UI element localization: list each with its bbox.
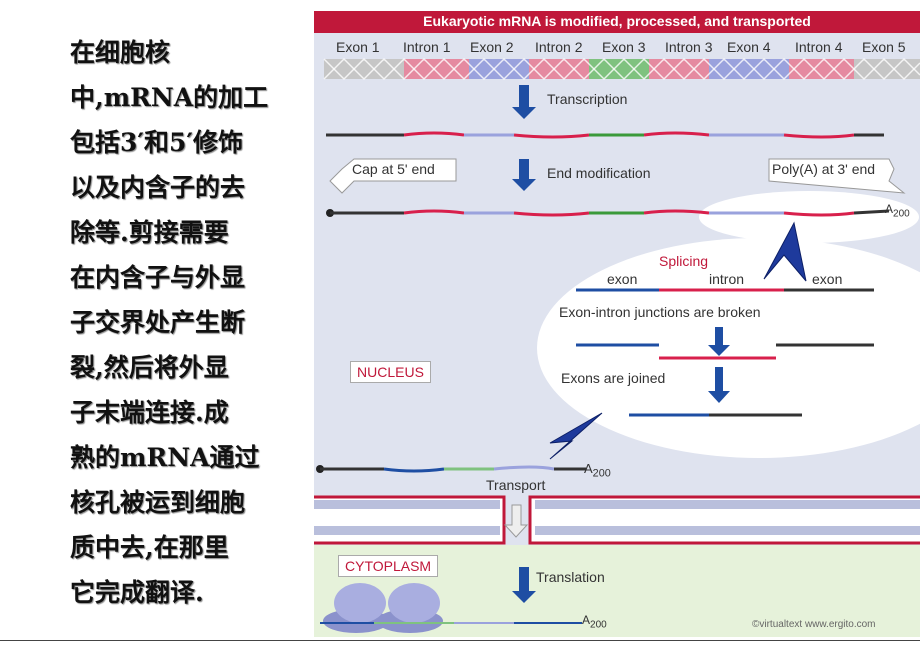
cytoplasm-label: CYTOPLASM <box>338 555 439 577</box>
polya-tail-2: A200 <box>584 461 611 480</box>
segment-label: Intron 3 <box>665 39 713 55</box>
slide-text-line: 熟的mRNA通过 <box>70 443 260 472</box>
junctions-label: Exon-intron junctions are broken <box>559 304 761 320</box>
end-modification-arrow <box>512 159 536 191</box>
slide-text-line: 以及内含子的去 <box>70 173 246 202</box>
title-bar <box>314 11 920 33</box>
slide-text-line: 子交界处产生断 <box>70 308 246 337</box>
intron-label: intron <box>709 271 745 287</box>
translation-arrow <box>512 567 536 603</box>
polya-label: Poly(A) at 3' end <box>772 161 876 177</box>
segment-label: Intron 2 <box>535 39 583 55</box>
joined-label: Exons are joined <box>561 370 666 386</box>
cap-arrow <box>329 158 457 194</box>
exon-left-label: exon <box>607 271 638 287</box>
translation-label: Translation <box>536 569 605 585</box>
transport-label: Transport <box>486 477 546 493</box>
segment-label: Exon 4 <box>727 39 771 55</box>
nuclear-envelope <box>314 495 920 545</box>
slide-text-line: 除等.剪接需要 <box>70 218 229 247</box>
slide-text-line: 裂,然后将外显 <box>70 353 229 382</box>
transcription-arrow <box>512 85 536 119</box>
nucleus-label: NUCLEUS <box>350 361 431 383</box>
nuclear-pore-arrow <box>503 504 529 538</box>
segment-label: Intron 4 <box>795 39 843 55</box>
diagram-title: Eukaryotic mRNA is modified, processed, … <box>423 13 811 29</box>
cap-label: Cap at 5' end <box>352 161 435 177</box>
transcription-label: Transcription <box>547 91 628 107</box>
slide-text-line: 它完成翻译. <box>70 578 204 607</box>
splicing-halo-top <box>699 191 919 243</box>
modified-mrna-line <box>326 209 890 217</box>
transport-pointer-icon <box>549 412 603 460</box>
mature-mrna-line <box>316 465 586 473</box>
splicing-detail <box>576 288 874 417</box>
segment-label: Intron 1 <box>403 39 451 55</box>
segment-label: Exon 5 <box>862 39 906 55</box>
polya-tail-1: A200 <box>885 202 910 220</box>
polya-tail-3: A200 <box>582 613 607 631</box>
segment-label: Exon 2 <box>470 39 514 55</box>
slide-text-line: 核孔被运到细胞 <box>70 488 246 517</box>
mrna-processing-diagram: Eukaryotic mRNA is modified, processed, … <box>314 11 920 637</box>
splicing-pointer-icon <box>763 221 807 282</box>
slide-text: 在细胞核中,mRNA的加工包括3′和5′修饰以及内含子的去除等.剪接需要在内含子… <box>70 30 310 615</box>
splicing-bubble <box>537 238 920 458</box>
exon-right-label: exon <box>812 271 843 287</box>
splicing-label: Splicing <box>659 253 709 269</box>
segment-label: Exon 3 <box>602 39 646 55</box>
slide-text-line: 在细胞核 <box>70 38 171 67</box>
joined-arrow <box>708 367 730 403</box>
pre-mrna-line <box>326 131 884 139</box>
polya-arrow <box>768 158 906 194</box>
credit-text: ©virtualtext www.ergito.com <box>752 619 876 630</box>
slide-divider <box>0 640 920 641</box>
slide-text-line: 质中去,在那里 <box>70 533 229 562</box>
ribosomes <box>323 583 443 633</box>
slide-text-line: 子末端连接.成 <box>70 398 229 427</box>
slide-text-line: 在内含子与外显 <box>70 263 246 292</box>
slide-text-line: 中,mRNA的加工 <box>70 83 269 112</box>
slide-text-line: 包括3′和5′修饰 <box>70 128 243 157</box>
segment-label: Exon 1 <box>336 39 380 55</box>
gene-strip <box>323 57 920 81</box>
end-modification-label: End modification <box>547 165 651 181</box>
diagram-graphics <box>314 11 920 637</box>
junction-arrow <box>708 327 730 356</box>
